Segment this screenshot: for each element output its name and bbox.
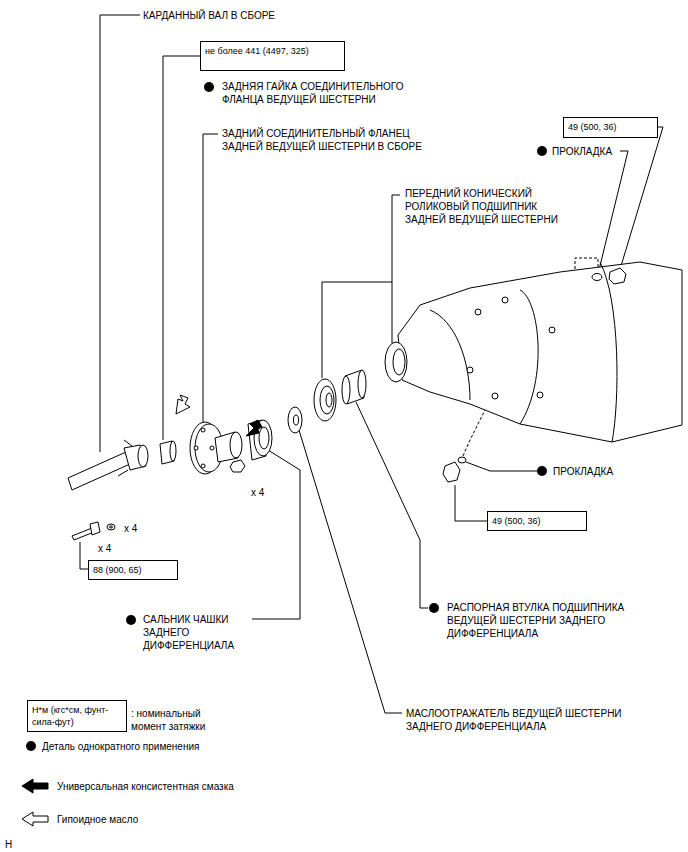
part-label: ЗАДНИЙ СОЕДИНИТЕЛЬНЫЙ ФЛАНЕЦ ЗАДНЕЙ ВЕДУ… [222, 127, 447, 153]
bolt [90, 522, 100, 535]
figure-code: H [5, 838, 12, 851]
leader-line [466, 462, 537, 471]
bearing-race [385, 342, 407, 382]
legend-torque-box: Н*м (кгс*см, фунт-сила-фут) [27, 700, 127, 732]
propeller-shaft [68, 452, 130, 490]
legend-text: Универсальная консистентная смазка [57, 780, 234, 793]
drain-plug [443, 268, 626, 482]
flange [201, 464, 205, 468]
single-use-dot [126, 615, 136, 625]
spacer [342, 370, 366, 404]
differential-housing [430, 310, 470, 400]
bearing-race [385, 342, 407, 382]
flange [230, 432, 242, 458]
legend-text: Гипоидное масло [57, 813, 138, 826]
part-label: МАСЛООТРАЖАТЕЛЬ ВЕДУЩЕЙ ШЕСТЕРНИ ЗАДНЕГО… [406, 707, 646, 733]
differential-housing [549, 327, 555, 333]
single-use-dot [537, 466, 547, 476]
differential-housing [537, 392, 543, 398]
lubricant-arrow [176, 395, 262, 436]
bearing [326, 393, 332, 407]
drain-plug [443, 462, 460, 482]
legend-text: : номинальный момент затяжки [131, 707, 226, 733]
dashed-line [463, 410, 485, 456]
legend-symbol [22, 741, 48, 826]
bolt [72, 522, 115, 540]
drain-plug [609, 268, 626, 284]
torque-value: 88 (900, 65) [93, 564, 173, 576]
lubricant-arrow [246, 420, 262, 436]
leader-line [163, 56, 200, 440]
flange-nut [230, 460, 245, 472]
bearing [320, 386, 334, 414]
legend-text: Деталь однократного применения [42, 740, 199, 753]
drain-plug [458, 457, 466, 463]
differential-housing [520, 290, 538, 424]
bearing-race [393, 349, 405, 375]
torque-box: 49 (500, 36) [487, 511, 587, 531]
part-label: ЗАДНЯЯ ГАЙКА СОЕДИНИТЕЛЬНОГО ФЛАНЦА ВЕДУ… [222, 80, 422, 106]
bearing [314, 379, 336, 421]
legend-symbol [22, 779, 48, 793]
leader-line [100, 15, 140, 452]
leader-line [455, 485, 487, 521]
torque-value: Н*м (кгс*см, фунт-сила-фут) [32, 704, 122, 728]
single-use-dot [204, 82, 214, 92]
leader-line [203, 134, 218, 422]
propeller-shaft [118, 440, 132, 476]
leader-line [356, 402, 428, 608]
leader-line [252, 450, 300, 619]
torque-value: не более 441 (4497, 325) [205, 45, 340, 57]
torque-value: 49 (500, 36) [568, 121, 653, 133]
differential-housing [492, 393, 498, 399]
leader-line [299, 430, 402, 713]
bolt [107, 524, 115, 530]
differential-housing [475, 309, 481, 315]
quantity-label: x 4 [98, 542, 111, 555]
legend-symbol [22, 812, 48, 826]
flange-nut [160, 441, 245, 472]
oil-deflector [288, 407, 302, 433]
quantity-label: x 4 [124, 522, 137, 535]
leader-line [80, 542, 88, 569]
differential-housing [467, 367, 473, 373]
flange [194, 446, 198, 450]
quantity-label: x 4 [251, 486, 264, 499]
differential-housing [502, 297, 508, 303]
lubricant-arrow [176, 395, 190, 414]
torque-box: 88 (900, 65) [88, 560, 178, 580]
differential-housing [600, 262, 617, 442]
part-label: ПЕРЕДНИЙ КОНИЧЕСКИЙ РОЛИКОВЫЙ ПОДШИПНИК … [405, 187, 575, 226]
oil-deflector [288, 407, 302, 433]
part-label: КАРДАННЫЙ ВАЛ В СБОРЕ [143, 9, 275, 22]
leader-line [599, 151, 628, 270]
propeller-shaft [68, 440, 148, 490]
part-label: ПРОКЛАДКА [552, 145, 612, 158]
bolt [110, 526, 113, 528]
torque-box: не более 441 (4497, 325) [200, 41, 345, 71]
drain-plug [592, 274, 602, 281]
torque-value: 49 (500, 36) [492, 515, 582, 527]
spacer [358, 370, 366, 398]
single-use-dot [126, 82, 547, 625]
oil-seal [259, 427, 269, 449]
flange-nut [170, 441, 176, 461]
flange [210, 446, 214, 450]
leader-line [621, 127, 663, 266]
flange [201, 428, 205, 432]
single-use-dot [429, 603, 439, 613]
propeller-shaft [138, 445, 148, 467]
spacer [342, 376, 350, 404]
differential-housing [398, 262, 682, 442]
torque-box: 49 (500, 36) [563, 117, 658, 138]
differential-housing [398, 262, 682, 442]
part-label: САЛЬНИК ЧАШКИ ЗАДНЕГО ДИФФЕРЕНЦИАЛА [143, 613, 255, 652]
legend-symbol [26, 741, 36, 751]
single-use-dot [537, 146, 547, 156]
bearing [314, 379, 336, 421]
oil-deflector [294, 415, 299, 425]
part-label: РАСПОРНАЯ ВТУЛКА ПОДШИПНИКА ВЕДУЩЕЙ ШЕСТ… [447, 601, 647, 640]
part-label: ПРОКЛАДКА [553, 465, 613, 478]
